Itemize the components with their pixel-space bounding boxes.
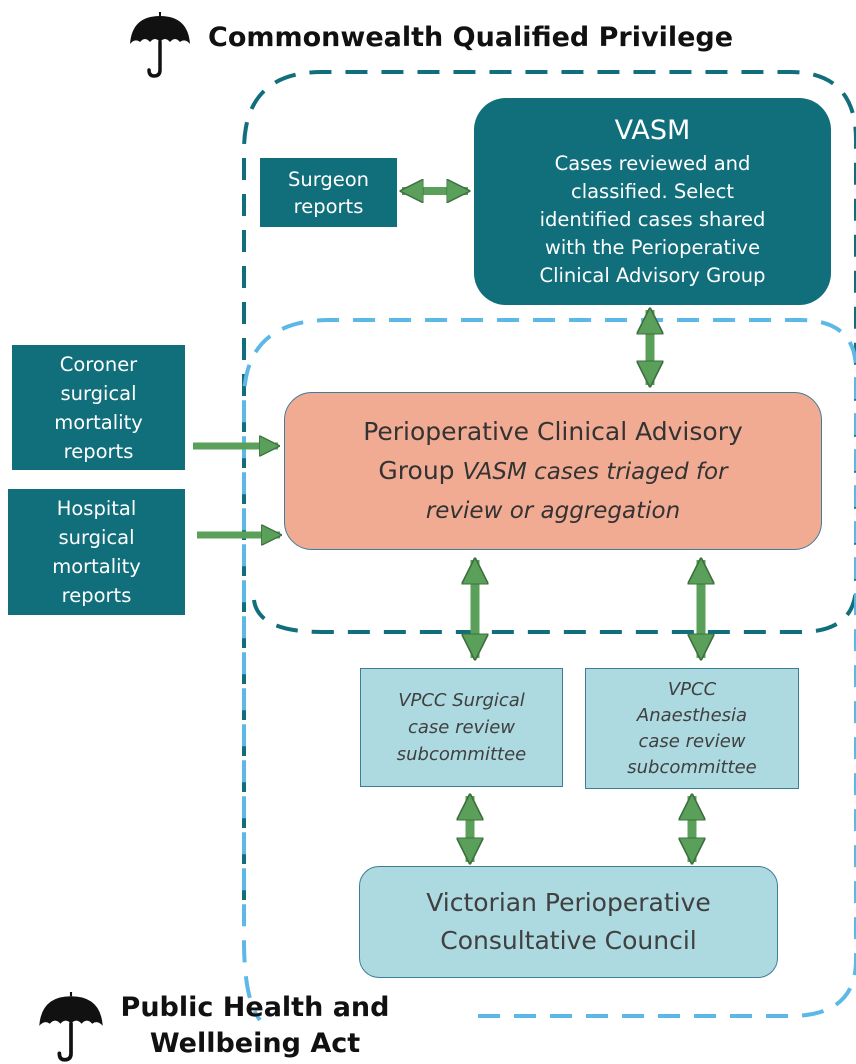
vpcc-surgical-line: case review xyxy=(407,717,516,738)
coroner-reports-line: mortality xyxy=(54,410,143,434)
coroner-reports-line: reports xyxy=(63,439,134,463)
pcag-title-line: Group VASM cases triaged for xyxy=(378,451,727,492)
surgeon-reports-node: Surgeon reports xyxy=(260,158,397,227)
hospital-reports-line: reports xyxy=(61,584,132,607)
vpcc-surgical-subcommittee-node: VPCC Surgical case review subcommittee xyxy=(360,668,563,787)
hospital-reports-line: Hospital xyxy=(56,497,137,520)
vpcc-anaesthesia-line: VPCC xyxy=(667,678,717,700)
pcag-node: Perioperative Clinical Advisory Group VA… xyxy=(284,392,822,550)
pcag-group-word: Group xyxy=(378,455,463,485)
vpcc-surgical-line: subcommittee xyxy=(396,744,527,765)
pcag-title-line: Perioperative Clinical Advisory xyxy=(363,416,743,446)
vasm-description-line: classified. Select xyxy=(570,179,735,203)
vpcc-surgical-line: VPCC Surgical xyxy=(398,690,525,711)
vpcc-anaesthesia-line: Anaesthesia xyxy=(636,704,748,726)
commonwealth-privilege-label: Commonwealth Qualified Privilege xyxy=(208,22,734,53)
vpcc-council-node: Victorian Perioperative Consultative Cou… xyxy=(359,866,778,978)
vpcc-council-line: Victorian Perioperative xyxy=(426,888,711,917)
umbrella-icon xyxy=(39,992,103,1062)
surgeon-reports-line: Surgeon xyxy=(287,167,370,191)
vasm-node: VASM Cases reviewed and classified. Sele… xyxy=(474,98,831,305)
public-health-act-label-line2: Wellbeing Act xyxy=(149,1028,361,1059)
vpcc-anaesthesia-subcommittee-node: VPCC Anaesthesia case review subcommitte… xyxy=(585,668,799,789)
hospital-reports-line: surgical xyxy=(58,526,135,549)
vpcc-council-line: Consultative Council xyxy=(440,926,697,955)
umbrella-icon xyxy=(130,12,190,78)
vasm-description-line: identified cases shared xyxy=(539,207,766,231)
vpcc-anaesthesia-line: case review xyxy=(638,730,746,752)
hospital-reports-node: Hospital surgical mortality reports xyxy=(8,489,185,615)
vasm-description-line: Cases reviewed and xyxy=(554,151,751,175)
surgeon-reports-line: reports xyxy=(293,194,364,218)
coroner-reports-line: surgical xyxy=(60,381,137,405)
vpcc-anaesthesia-line: subcommittee xyxy=(627,756,757,778)
vasm-description-line: Clinical Advisory Group xyxy=(539,263,766,287)
public-health-act-label-line1: Public Health and xyxy=(120,992,390,1023)
coroner-reports-node: Coroner surgical mortality reports xyxy=(12,345,185,470)
coroner-reports-line: Coroner xyxy=(59,352,138,376)
pcag-description: VASM cases triaged for xyxy=(462,458,728,485)
vasm-title: VASM xyxy=(614,114,691,146)
hospital-reports-line: mortality xyxy=(52,555,141,578)
public-health-act-boundary xyxy=(242,318,856,1022)
pcag-description: review or aggregation xyxy=(425,497,681,524)
vasm-description-line: with the Perioperative xyxy=(544,235,761,259)
public-health-act-label: Public Health and Wellbeing Act xyxy=(110,990,400,1062)
